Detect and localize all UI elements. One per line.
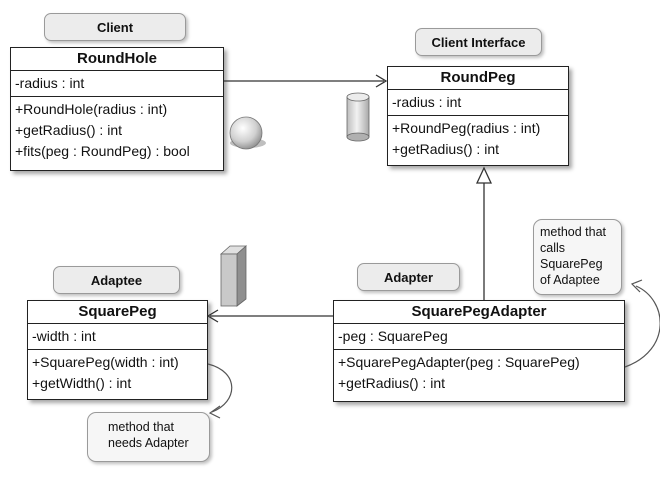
cylinder-icon xyxy=(346,92,370,142)
method-row: +RoundPeg(radius : int) xyxy=(392,120,541,136)
method-row: +RoundHole(radius : int) xyxy=(15,101,168,117)
adapter-note-callout xyxy=(624,279,660,368)
client-tag-label: Client xyxy=(96,19,134,35)
note-line: needs Adapter xyxy=(108,436,189,450)
attributes-section: -radius : int xyxy=(11,71,223,97)
class-squarepegadapter: SquarePegAdapter -peg : SquarePeg +Squar… xyxy=(333,300,625,402)
class-squarepeg: SquarePeg -width : int +SquarePeg(width … xyxy=(27,300,208,400)
class-name: SquarePeg xyxy=(28,301,207,324)
class-name: SquarePegAdapter xyxy=(334,301,624,324)
client-interface-tag: Client Interface xyxy=(415,28,542,56)
adapter-tag-label: Adapter xyxy=(383,269,434,285)
client-interface-tag-label: Client Interface xyxy=(431,34,526,50)
attribute-row: -peg : SquarePeg xyxy=(338,328,448,344)
note-line: of Adaptee xyxy=(540,273,600,287)
method-row: +SquarePegAdapter(peg : SquarePeg) xyxy=(338,354,580,370)
note-line: calls xyxy=(540,241,566,255)
adaptee-tag: Adaptee xyxy=(53,266,180,294)
methods-section: +SquarePeg(width : int) +getWidth() : in… xyxy=(28,350,207,396)
note-line: method that xyxy=(540,225,607,239)
class-roundpeg: RoundPeg -radius : int +RoundPeg(radius … xyxy=(387,66,569,166)
method-row: +getRadius() : int xyxy=(392,141,499,157)
generalization-arrow xyxy=(475,166,493,300)
association-arrow xyxy=(224,74,388,88)
method-row: +fits(peg : RoundPeg) : bool xyxy=(15,143,190,159)
square-block-icon xyxy=(219,245,248,307)
method-row: +getWidth() : int xyxy=(32,375,132,391)
delegation-arrow xyxy=(206,309,333,323)
attributes-section: -radius : int xyxy=(388,90,568,116)
attribute-row: -radius : int xyxy=(15,75,85,91)
attribute-row: -radius : int xyxy=(392,94,462,110)
methods-section: +RoundPeg(radius : int) +getRadius() : i… xyxy=(388,116,568,162)
client-tag: Client xyxy=(44,13,186,41)
methods-section: +RoundHole(radius : int) +getRadius() : … xyxy=(11,97,223,164)
adapter-tag: Adapter xyxy=(357,263,460,291)
class-roundhole: RoundHole -radius : int +RoundHole(radiu… xyxy=(10,47,224,171)
adaptee-tag-label: Adaptee xyxy=(90,272,143,288)
class-name: RoundHole xyxy=(11,48,223,71)
note-line: SquarePeg xyxy=(540,257,603,271)
attributes-section: -peg : SquarePeg xyxy=(334,324,624,350)
sphere-icon xyxy=(229,116,266,150)
methods-section: +SquarePegAdapter(peg : SquarePeg) +getR… xyxy=(334,350,624,396)
note-line: method that xyxy=(108,420,175,434)
method-row: +getRadius() : int xyxy=(15,122,122,138)
note-adaptee-method: method that needs Adapter xyxy=(87,412,210,462)
class-name: RoundPeg xyxy=(388,67,568,90)
attributes-section: -width : int xyxy=(28,324,207,350)
method-row: +getRadius() : int xyxy=(338,375,445,391)
attribute-row: -width : int xyxy=(32,328,96,344)
method-row: +SquarePeg(width : int) xyxy=(32,354,179,370)
note-adapter-method: method that calls SquarePeg of Adaptee xyxy=(533,219,622,295)
adaptee-note-callout xyxy=(207,363,233,419)
